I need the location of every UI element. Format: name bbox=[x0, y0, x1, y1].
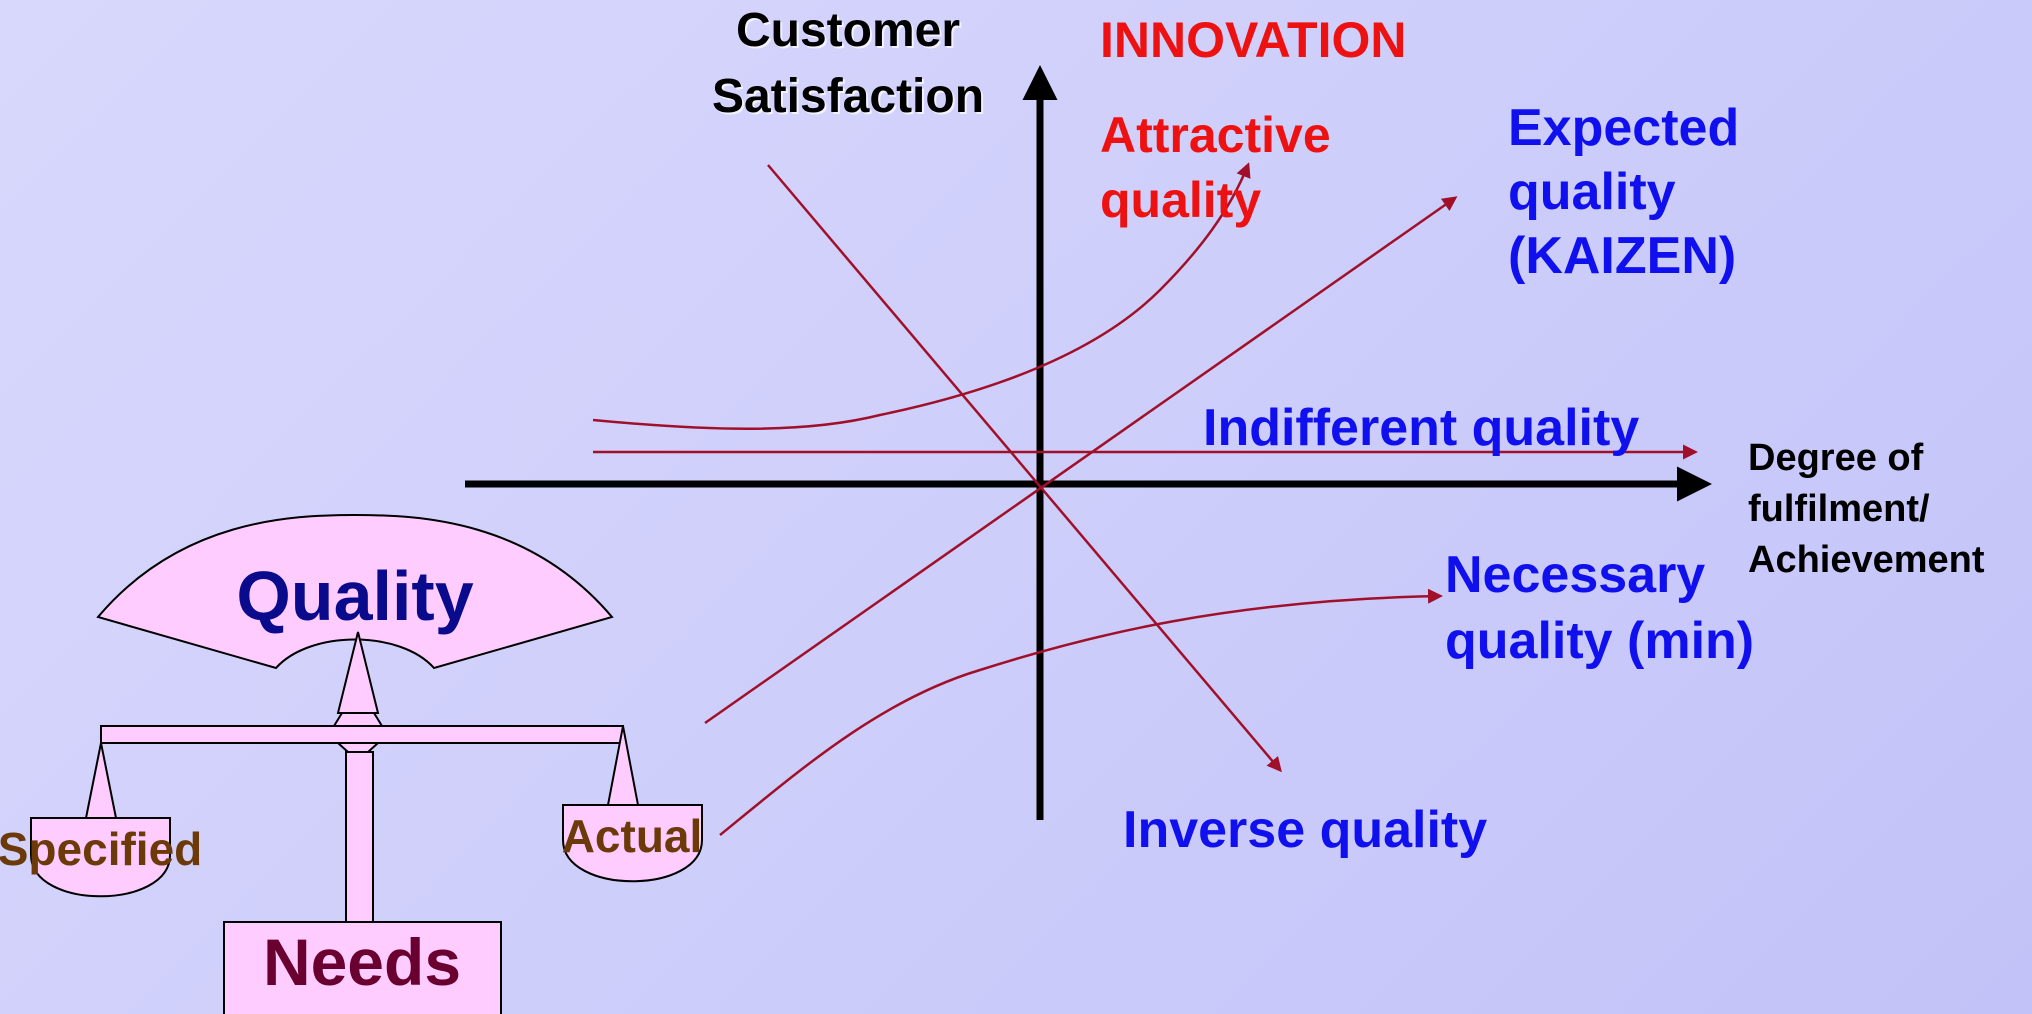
y-axis-label-line1: Customer bbox=[736, 4, 960, 57]
inverse-quality-line bbox=[767, 164, 1282, 773]
necessary-quality-label-line1: Necessary bbox=[1445, 546, 1705, 604]
necessary-quality-label-line2: quality (min) bbox=[1445, 612, 1754, 670]
attractive-quality-label-line1: Attractive bbox=[1100, 107, 1331, 163]
right-pan bbox=[562, 804, 703, 883]
x-axis-label-line2: fulfilment/ bbox=[1748, 488, 1930, 530]
quality-label: Quality bbox=[236, 557, 473, 635]
inverse-quality-label: Inverse quality bbox=[1123, 801, 1487, 859]
beam-joint bbox=[335, 742, 381, 753]
left-pan-hanger bbox=[84, 742, 118, 819]
expected-quality-label-line3: (KAIZEN) bbox=[1508, 227, 1736, 285]
x-axis-label-line1: Degree of bbox=[1748, 437, 1924, 479]
innovation-label: INNOVATION bbox=[1100, 12, 1406, 68]
left-pan bbox=[30, 817, 171, 898]
necessary-quality-curve bbox=[719, 588, 1443, 836]
scale-beam bbox=[100, 725, 624, 744]
quality-dial bbox=[96, 513, 614, 670]
expected-quality-line bbox=[704, 196, 1458, 725]
needle-base bbox=[332, 712, 384, 727]
scale-post bbox=[345, 751, 374, 923]
needs-label: Needs bbox=[263, 925, 461, 999]
needs-box bbox=[223, 921, 502, 1014]
expected-quality-label-line1: Expected bbox=[1508, 99, 1739, 157]
actual-label: Actual bbox=[562, 810, 703, 862]
balance-scale-illustration: Quality Specified Actual Needs bbox=[0, 513, 703, 1014]
expected-quality-label-line2: quality bbox=[1508, 163, 1676, 221]
indifferent-quality-label: Indifferent quality bbox=[1203, 399, 1639, 457]
attractive-quality-label-line2: quality bbox=[1100, 172, 1261, 228]
y-axis-label-line2: Satisfaction bbox=[712, 70, 984, 123]
attractive-quality-curve bbox=[592, 162, 1251, 430]
specified-label: Specified bbox=[0, 823, 202, 875]
scale-needle bbox=[336, 631, 380, 714]
x-axis-label-line3: Achievement bbox=[1748, 539, 1985, 581]
